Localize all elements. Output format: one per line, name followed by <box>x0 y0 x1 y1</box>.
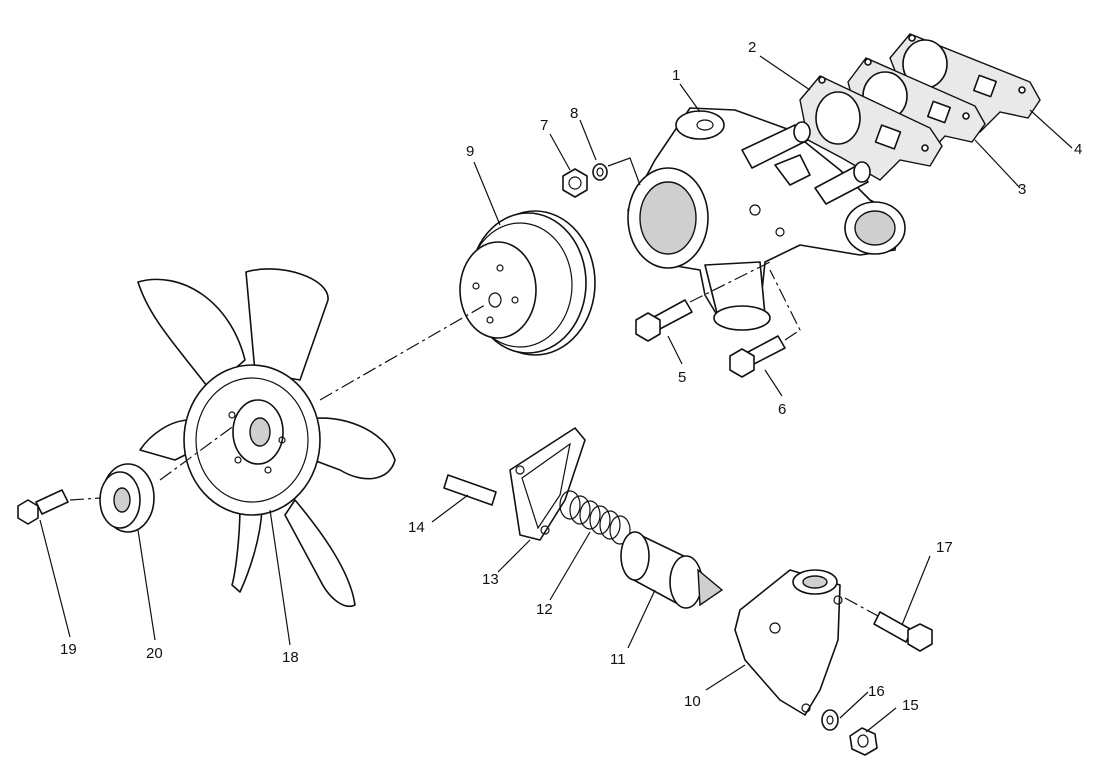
callout-14: 14 <box>408 519 425 536</box>
gasket-4 <box>889 33 1041 133</box>
gasket-2 <box>799 75 943 181</box>
bolt-5 <box>635 299 693 342</box>
stud-14 <box>443 474 497 506</box>
callout-10: 10 <box>684 693 701 710</box>
nut-15 <box>849 727 878 756</box>
callout-3: 3 <box>1018 181 1026 198</box>
fan-18 <box>137 268 396 607</box>
washer-16 <box>821 709 839 731</box>
callout-18: 18 <box>282 649 299 666</box>
thermostat-gasket-13 <box>509 427 586 541</box>
thermostat-11 <box>620 531 724 609</box>
gasket-3 <box>847 57 986 159</box>
callout-5: 5 <box>678 369 686 386</box>
bolt-19 <box>17 489 69 525</box>
callout-1: 1 <box>672 67 680 84</box>
washer-8 <box>592 163 608 181</box>
callout-9: 9 <box>466 143 474 160</box>
callout-6: 6 <box>778 401 786 418</box>
callout-12: 12 <box>536 601 553 618</box>
spacer-20 <box>99 463 155 533</box>
callout-11: 11 <box>610 651 626 668</box>
callout-17: 17 <box>936 539 953 556</box>
nut-7 <box>562 168 588 198</box>
spring-12 <box>559 490 631 545</box>
callout-19: 19 <box>60 641 77 658</box>
callout-4: 4 <box>1074 141 1082 158</box>
callout-2: 2 <box>748 39 756 56</box>
pulley-9 <box>459 210 596 356</box>
callout-8: 8 <box>570 105 578 122</box>
bolt-17 <box>873 611 933 652</box>
callout-16: 16 <box>868 683 885 700</box>
callout-20: 20 <box>146 645 163 662</box>
bolt-6 <box>729 335 786 378</box>
callout-13: 13 <box>482 571 499 588</box>
callout-7: 7 <box>540 117 548 134</box>
leader-lines <box>39 55 1073 733</box>
thermostat-housing-10 <box>734 569 843 716</box>
callout-labels: 1 2 3 4 5 6 7 8 9 10 11 12 13 14 15 16 1… <box>60 39 1082 714</box>
callout-15: 15 <box>902 697 919 714</box>
pump-housing <box>627 107 906 331</box>
